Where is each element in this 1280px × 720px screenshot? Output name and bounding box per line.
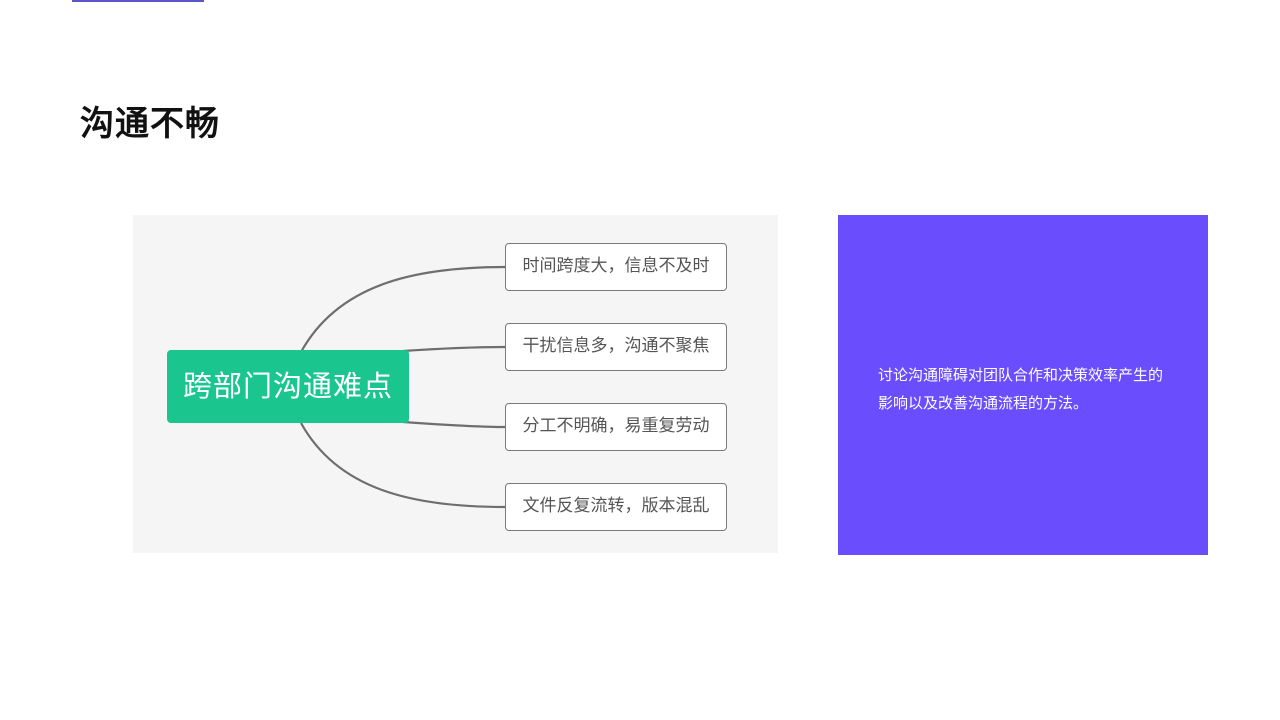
connector-branch-2 <box>402 345 506 353</box>
mindmap-branch-node: 干扰信息多，沟通不聚焦 <box>505 323 727 371</box>
mindmap-branch-node: 分工不明确，易重复劳动 <box>505 403 727 451</box>
description-text: 讨论沟通障碍对团队合作和决策效率产生的影响以及改善沟通流程的方法。 <box>878 366 1164 412</box>
mindmap-branch-node: 时间跨度大，信息不及时 <box>505 243 727 291</box>
page-title: 沟通不畅 <box>80 104 220 144</box>
mindmap-central-node: 跨部门沟通难点 <box>167 350 409 423</box>
description-card: 讨论沟通障碍对团队合作和决策效率产生的影响以及改善沟通流程的方法。 <box>838 215 1208 555</box>
connector-branch-1 <box>300 265 506 353</box>
top-accent-line <box>72 0 204 2</box>
mindmap-branch-node: 文件反复流转，版本混乱 <box>505 483 727 531</box>
mindmap-diagram: 跨部门沟通难点 时间跨度大，信息不及时 干扰信息多，沟通不聚焦 分工不明确，易重… <box>133 215 778 553</box>
mindmap-connectors <box>300 265 506 509</box>
connector-branch-3 <box>402 420 506 429</box>
connector-branch-4 <box>300 422 506 509</box>
